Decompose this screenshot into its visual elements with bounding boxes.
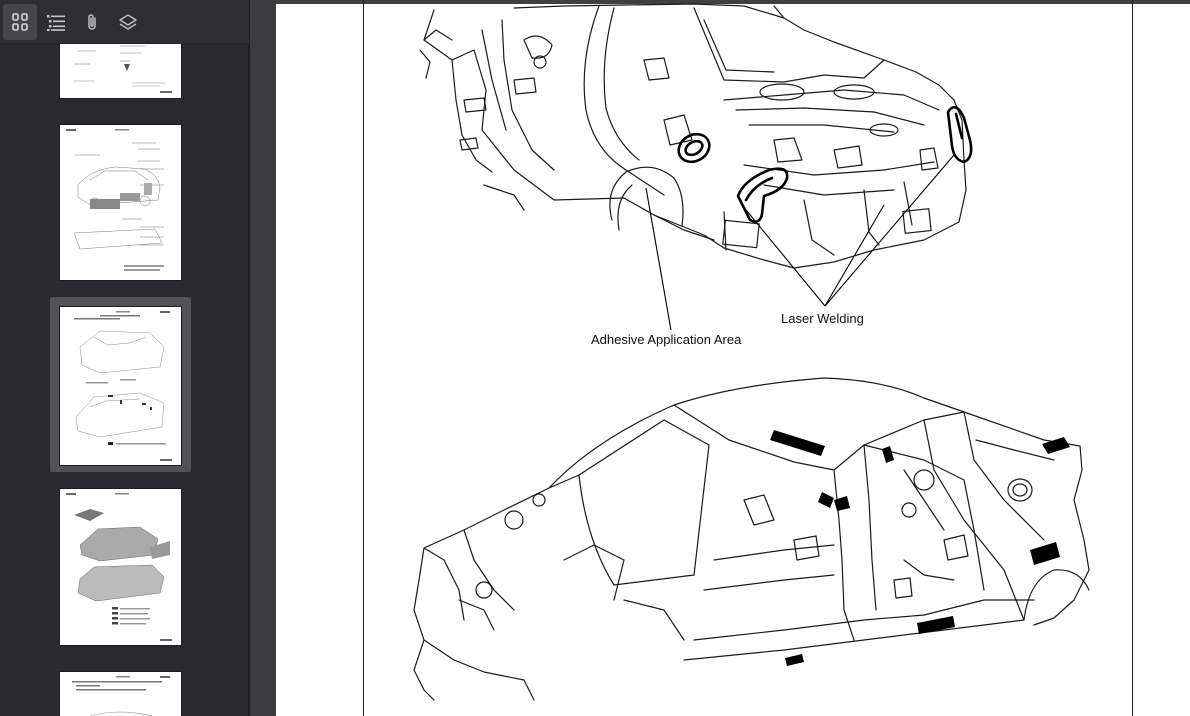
- outline-list-icon: [47, 14, 65, 31]
- page-thumbnail-3-current[interactable]: [59, 306, 182, 466]
- attachments-icon: [88, 13, 96, 30]
- page-thumbnail-4[interactable]: [59, 488, 182, 646]
- document-viewport[interactable]: Adhesive Application Area Laser Welding: [276, 0, 1190, 716]
- label-laser-welding: Laser Welding: [781, 311, 864, 326]
- sidebar-scroll-edge: [248, 0, 249, 716]
- label-adhesive-application-area: Adhesive Application Area: [591, 332, 742, 347]
- layers-button[interactable]: [111, 4, 145, 40]
- outline-view-button[interactable]: [39, 4, 73, 40]
- sidebar-toolbar: [0, 0, 249, 44]
- document-page: Adhesive Application Area Laser Welding: [363, 0, 1133, 716]
- thumbnails-view-button[interactable]: [3, 3, 37, 40]
- attachments-button[interactable]: [75, 4, 109, 40]
- thumbnails-view-icon: [12, 12, 28, 31]
- viewport-top-edge: [276, 0, 1190, 4]
- layers-icon: [119, 13, 137, 30]
- thumbnail-sidebar: [0, 0, 249, 716]
- page-thumbnail-2[interactable]: [59, 124, 182, 281]
- vehicle-body-diagram: [413, 3, 1090, 701]
- sidebar-resize-gutter[interactable]: [249, 0, 276, 716]
- page-thumbnail-5[interactable]: [59, 671, 182, 716]
